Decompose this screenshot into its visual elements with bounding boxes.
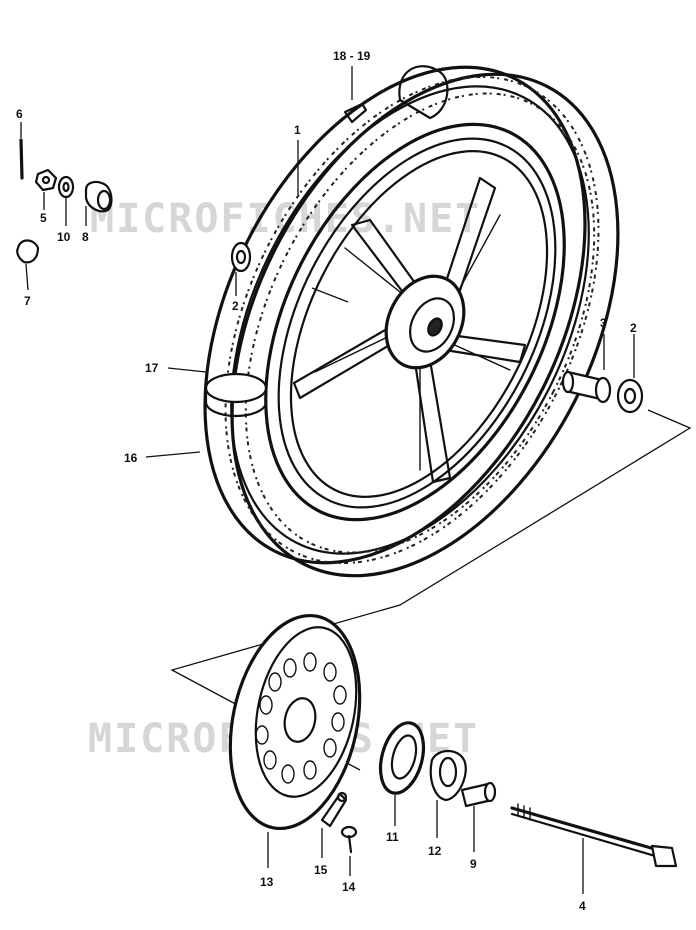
label-17: 17 xyxy=(145,361,159,375)
right-hub-parts xyxy=(378,721,497,808)
label-4: 4 xyxy=(579,899,586,913)
label-11: 11 xyxy=(386,830,399,844)
label-12: 12 xyxy=(428,844,442,858)
label-15: 15 xyxy=(314,863,328,877)
small-parts-left xyxy=(16,138,252,273)
axle xyxy=(510,803,678,868)
label-14: 14 xyxy=(342,880,356,894)
seal-2-left xyxy=(230,241,252,273)
label-9: 9 xyxy=(470,857,477,871)
disc-fasteners xyxy=(320,791,358,854)
valve-parts xyxy=(343,65,449,124)
tube xyxy=(204,372,268,418)
label-5: 5 xyxy=(40,211,47,225)
label-2-right: 2 xyxy=(630,321,637,335)
label-13: 13 xyxy=(260,875,274,889)
label-7: 7 xyxy=(24,294,31,308)
wheel-spokes xyxy=(292,176,527,484)
part-number-labels: 1 18 - 19 6 5 10 8 7 2 3 2 17 16 13 15 1… xyxy=(16,49,637,913)
cap-7 xyxy=(16,239,40,264)
nut-5 xyxy=(34,168,58,192)
label-8: 8 xyxy=(82,230,89,244)
label-6: 6 xyxy=(16,107,23,121)
cotter-pin-6 xyxy=(19,138,24,180)
wheel-hub xyxy=(384,274,466,370)
label-18-19: 18 - 19 xyxy=(333,49,371,63)
brake-disc xyxy=(228,613,362,831)
leader-lines xyxy=(20,66,635,894)
watermark-top: MICROFICHES.NET xyxy=(90,196,481,242)
label-2-left: 2 xyxy=(232,299,239,313)
axle-spacer-and-seal xyxy=(561,370,644,414)
wheel-rim xyxy=(264,122,566,522)
label-10: 10 xyxy=(57,230,71,244)
washer-10 xyxy=(57,175,75,199)
label-3: 3 xyxy=(600,316,607,330)
label-16: 16 xyxy=(124,451,138,465)
label-1: 1 xyxy=(294,123,301,137)
